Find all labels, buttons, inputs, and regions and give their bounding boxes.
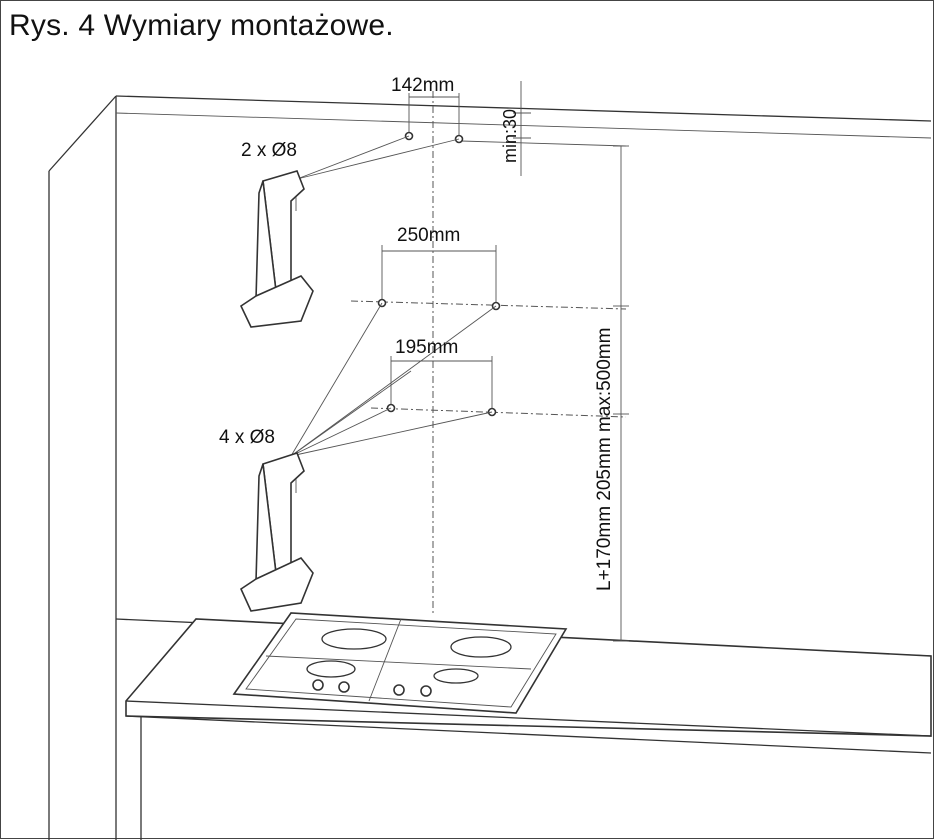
leader-lines bbox=[290, 135, 497, 457]
label-vertical: L+170mm 205mm max:500mm bbox=[594, 328, 615, 591]
label-bottom-holes: 4 x Ø8 bbox=[219, 427, 275, 448]
burner-2 bbox=[450, 636, 512, 658]
figure-title: Rys. 4 Wymiary montażowe. bbox=[9, 9, 394, 42]
knob-4 bbox=[420, 685, 432, 697]
label-142: 142mm bbox=[391, 75, 454, 96]
drill-icon-upper bbox=[239, 170, 314, 328]
dimension-250 bbox=[377, 245, 501, 311]
burner-1 bbox=[321, 628, 387, 650]
label-250: 250mm bbox=[397, 225, 460, 246]
dimension-min30 bbox=[513, 81, 531, 176]
label-min30: min:30 bbox=[500, 109, 520, 163]
knob-2 bbox=[338, 681, 350, 693]
dimension-142 bbox=[404, 93, 464, 144]
burner-3 bbox=[306, 660, 356, 678]
knob-1 bbox=[312, 679, 324, 691]
gas-hob bbox=[232, 612, 568, 714]
dimension-vertical bbox=[613, 145, 629, 642]
dimension-195 bbox=[386, 356, 497, 417]
label-195: 195mm bbox=[395, 337, 458, 358]
burner-4 bbox=[433, 668, 479, 684]
drill-icon-lower bbox=[239, 452, 314, 612]
knob-3 bbox=[393, 684, 405, 696]
label-top-holes: 2 x Ø8 bbox=[241, 140, 297, 161]
